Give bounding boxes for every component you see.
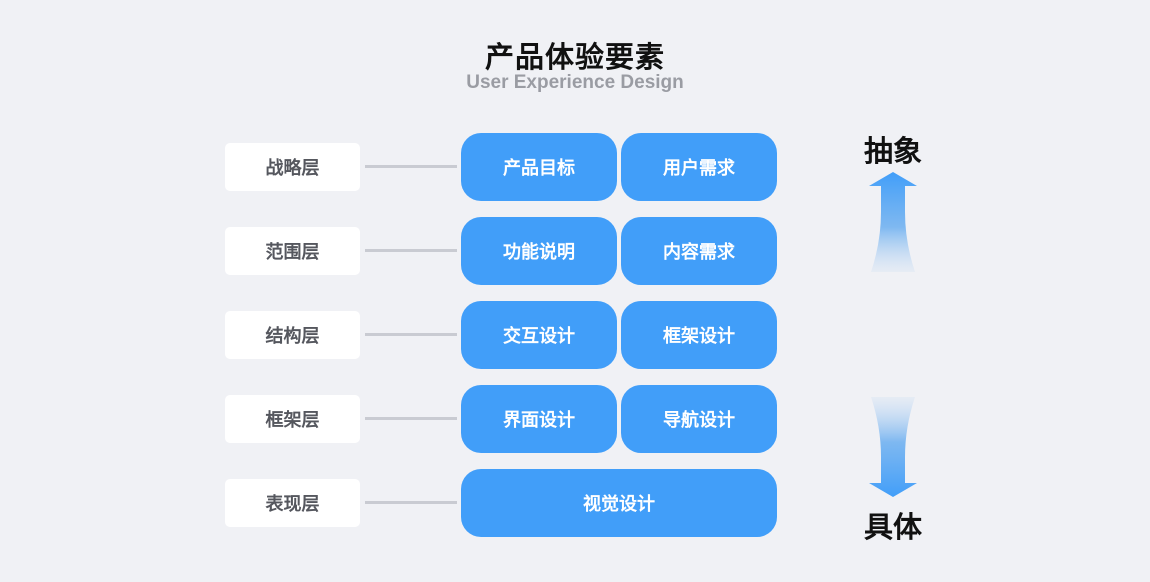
layer-label: 框架层 — [225, 395, 360, 443]
layer-row-surface: 表现层 视觉设计 — [0, 469, 1150, 537]
element-box: 框架设计 — [621, 301, 777, 369]
page-title: 产品体验要素 — [484, 40, 665, 74]
element-box: 交互设计 — [461, 301, 617, 369]
element-box: 用户需求 — [621, 133, 777, 201]
arrow-down-icon — [869, 397, 917, 497]
arrow-up-icon — [869, 172, 917, 272]
layer-row-strategy: 战略层 产品目标 用户需求 — [0, 133, 1150, 201]
layer-row-scope: 范围层 功能说明 内容需求 — [0, 217, 1150, 285]
connector-line — [365, 165, 457, 168]
element-box: 内容需求 — [621, 217, 777, 285]
connector-line — [365, 501, 457, 504]
concrete-label: 具体 — [863, 510, 922, 544]
layer-label: 结构层 — [225, 311, 360, 359]
layer-row-skeleton: 框架层 界面设计 导航设计 — [0, 385, 1150, 453]
connector-line — [365, 249, 457, 252]
connector-line — [365, 333, 457, 336]
layer-label: 范围层 — [225, 227, 360, 275]
element-box: 功能说明 — [461, 217, 617, 285]
element-box: 界面设计 — [461, 385, 617, 453]
abstract-label: 抽象 — [863, 134, 922, 168]
element-box: 导航设计 — [621, 385, 777, 453]
element-box: 视觉设计 — [461, 469, 777, 537]
layer-label: 战略层 — [225, 143, 360, 191]
page-subtitle: User Experience Design — [466, 72, 684, 93]
layer-row-structure: 结构层 交互设计 框架设计 — [0, 301, 1150, 369]
layer-label: 表现层 — [225, 479, 360, 527]
connector-line — [365, 417, 457, 420]
element-box: 产品目标 — [461, 133, 617, 201]
